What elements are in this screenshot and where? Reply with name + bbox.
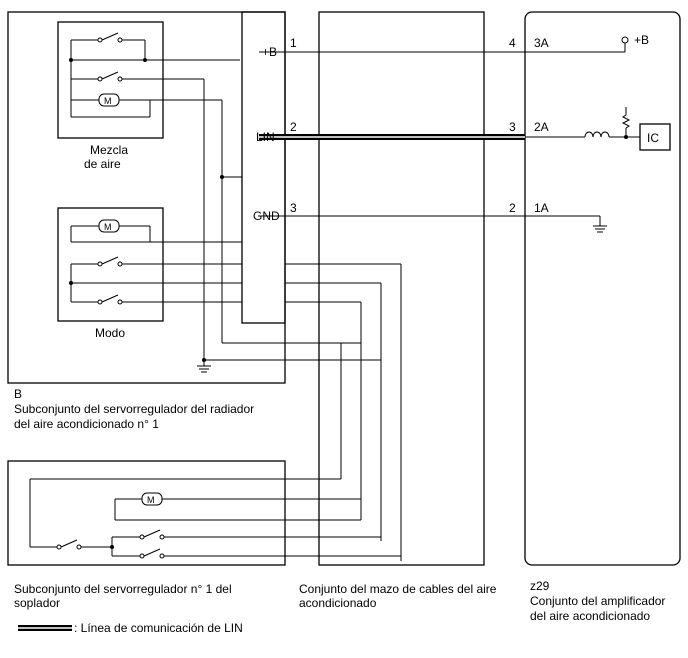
- air-mix-box: [57, 21, 164, 139]
- amp-pin-3a: 3A: [534, 36, 549, 50]
- pin-label-lin: LIN: [256, 130, 275, 144]
- harness-name-2: acondicionado: [299, 596, 377, 610]
- pin-num-3: 3: [290, 201, 297, 215]
- harness-block: [318, 11, 485, 566]
- blower-circuit: [29, 478, 401, 559]
- harness-name-1: Conjunto del mazo de cables del aire: [299, 582, 497, 596]
- harness-pin-2: 2: [509, 201, 516, 215]
- blower-name-2: soplador: [14, 596, 60, 610]
- air-mix-label-2: de aire: [84, 157, 121, 171]
- ic-box: [639, 123, 671, 151]
- svg-text:M: M: [147, 495, 155, 505]
- ground-icon: [593, 216, 607, 233]
- resistor-icon: [621, 107, 631, 129]
- coil-icon: [584, 131, 610, 138]
- air-mix-label-1: Mezcla: [90, 143, 128, 157]
- servo-radiator-connector: [241, 11, 286, 324]
- harness-pin-3: 3: [509, 120, 516, 134]
- motor-icon-mix: M: [98, 93, 120, 107]
- amp-pin-2a: 2A: [534, 120, 549, 134]
- blower-name-1: Subconjunto del servorregulador n° 1 del: [14, 582, 232, 596]
- pin-label-gnd: GND: [253, 209, 280, 223]
- amp-power-label: +B: [634, 33, 649, 47]
- pin-num-1: 1: [290, 36, 297, 50]
- mode-label: Modo: [95, 326, 125, 340]
- amp-power-terminal: [621, 36, 629, 52]
- motor-icon-blower: M: [141, 492, 163, 506]
- harness-pin-4: 4: [509, 36, 516, 50]
- amp-pin-1a: 1A: [534, 201, 549, 215]
- block-b-name-1: Subconjunto del servorregulador del radi…: [14, 402, 254, 416]
- svg-text:M: M: [104, 96, 112, 106]
- servo-blower-block: [7, 460, 286, 566]
- block-b-internal-wiring: [145, 79, 381, 373]
- pin-num-2: 2: [290, 120, 297, 134]
- amplifier-block: [524, 11, 681, 566]
- servo-radiator-block: [7, 11, 286, 384]
- motor-icon-mode: M: [98, 219, 120, 233]
- harness-routing: [285, 263, 402, 561]
- amp-code: z29: [530, 579, 550, 593]
- lin-legend-text: : Línea de comunicación de LIN: [74, 621, 243, 635]
- pin-label-plus-b: +B: [262, 45, 277, 59]
- ic-label: IC: [647, 131, 659, 145]
- amp-name-1: Conjunto del amplificador: [530, 594, 665, 608]
- block-b-name-2: del aire acondicionado n° 1: [14, 417, 159, 431]
- svg-text:M: M: [104, 222, 112, 232]
- air-mix-circuit: [69, 32, 240, 118]
- block-b-code: B: [14, 387, 22, 401]
- mode-circuit: [69, 225, 242, 305]
- amp-name-2: del aire acondicionado: [530, 609, 650, 623]
